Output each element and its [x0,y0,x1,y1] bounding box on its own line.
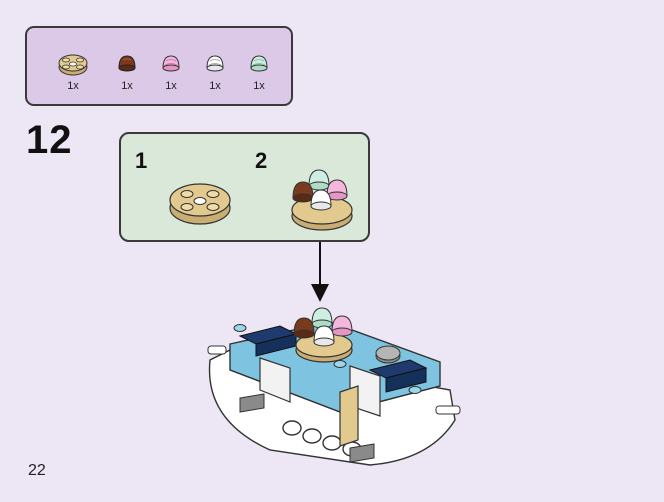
pink-cupcake-top-icon [162,55,180,72]
brown-cupcake-top-icon [118,55,136,72]
down-arrow-icon [311,242,329,302]
parts-list: 1x 1x 1x 1x 1x [25,26,293,106]
substep-callout: 1 2 [119,132,370,242]
vehicle-model-illustration [207,307,461,466]
tan-round-plate-icon [58,54,88,76]
white-cupcake-top-icon [206,55,224,72]
tan-round-plate-icon [169,183,231,225]
cupcake-assembly-icon [291,169,353,231]
substep-label: 2 [255,148,268,173]
part-qty: 1x [121,80,133,92]
part-qty: 1x [209,80,221,92]
part-item: 1x [107,28,147,106]
part-qty: 1x [165,80,177,92]
part-item: 1x [239,28,279,106]
mint-cupcake-top-icon [250,55,268,72]
step-number: 12 [26,118,73,162]
page-number: 22 [28,462,46,479]
part-item: 1x [53,28,93,106]
part-item: 1x [151,28,191,106]
part-qty: 1x [253,80,265,92]
part-qty: 1x [67,80,79,92]
substep-label: 1 [135,148,148,173]
part-item: 1x [195,28,235,106]
